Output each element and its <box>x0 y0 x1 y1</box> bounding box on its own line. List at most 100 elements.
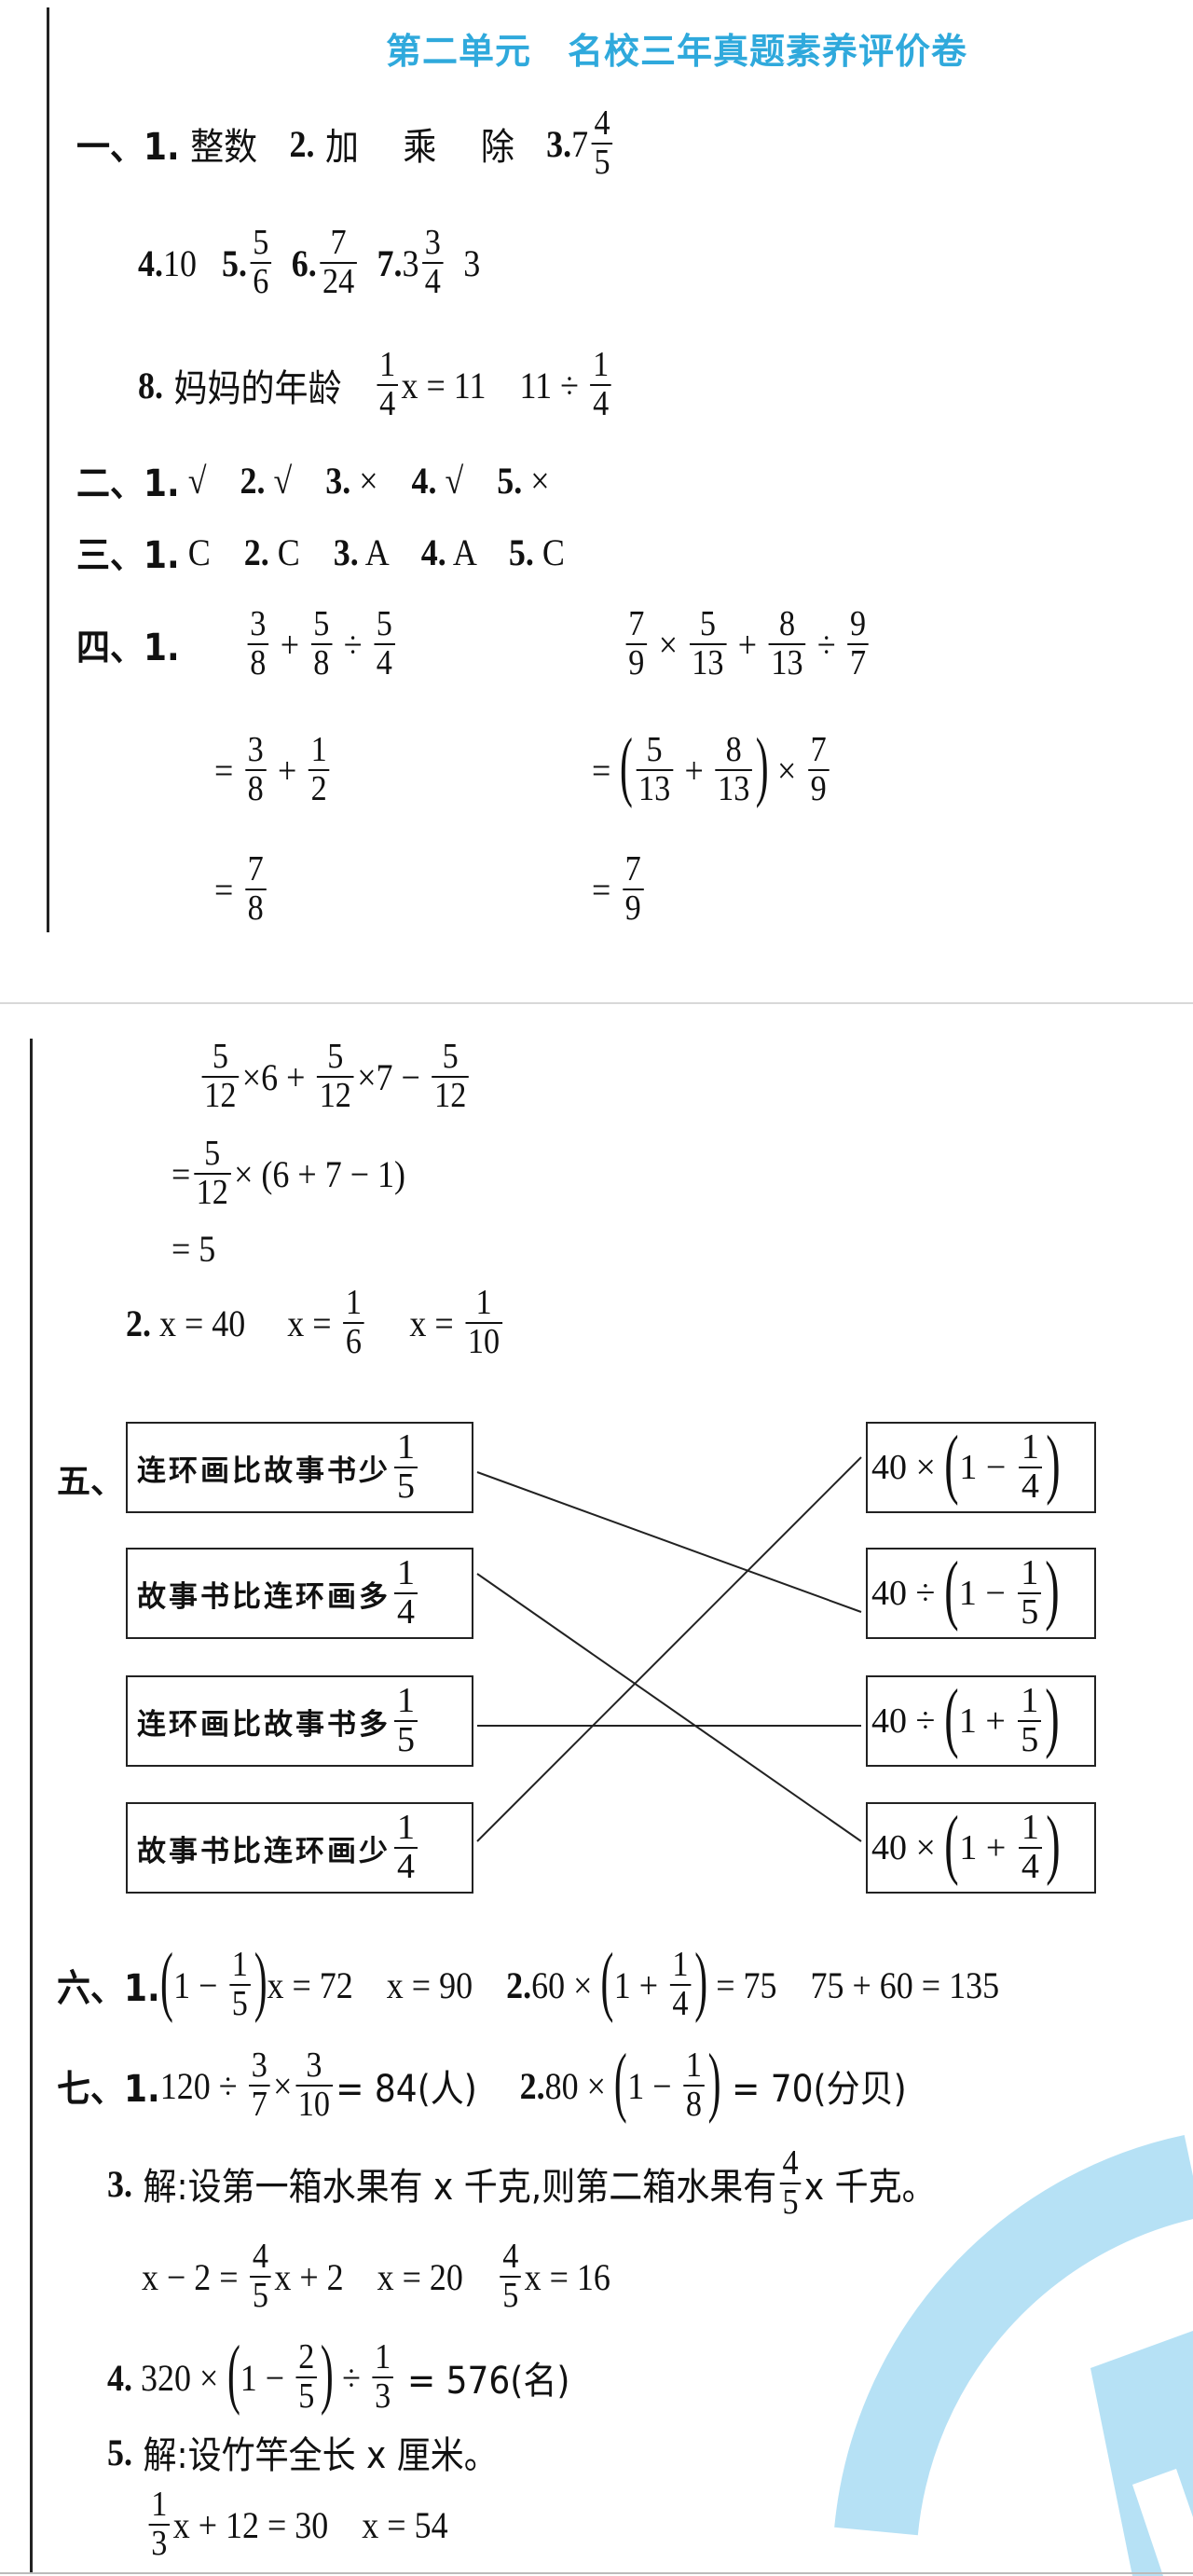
parenthesis: ) <box>254 1937 267 2024</box>
answer-text: 7 <box>571 122 589 165</box>
answer-text: = 5 <box>171 1227 216 1270</box>
item-label: 5. <box>107 2431 132 2473</box>
denominator: 13 <box>768 643 806 682</box>
answer-text: 1 − <box>959 1448 1015 1487</box>
numerator: 4 <box>782 2143 799 2183</box>
numerator: 1 <box>397 1808 415 1848</box>
answer-text: + <box>269 749 306 792</box>
parenthesis: ( <box>944 1800 960 1887</box>
item-label: 3. <box>546 122 572 165</box>
numerator: 5 <box>646 730 663 770</box>
denominator: 5 <box>394 1720 418 1759</box>
answer-text: × <box>768 749 805 792</box>
numerator: 1 <box>1021 1808 1039 1848</box>
numerator: 9 <box>849 604 867 644</box>
denominator: 4 <box>1018 1847 1042 1886</box>
answer-text: 解:设竹竿全长 x 厘米。 <box>132 2434 498 2477</box>
answer-text: 40 ÷ <box>871 1574 944 1613</box>
parenthesis: ) <box>755 723 769 809</box>
denominator: 4 <box>590 384 611 423</box>
denominator: 8 <box>683 2085 705 2124</box>
denominator: 5 <box>1018 1592 1042 1632</box>
answer-text: A <box>358 530 421 573</box>
parenthesis: ) <box>694 1937 707 2024</box>
item-label: 4. <box>138 241 163 284</box>
numerator: 1 <box>397 1427 415 1467</box>
answer-text: 80 × <box>544 2064 614 2107</box>
numerator: 7 <box>810 730 827 770</box>
denominator: 12 <box>317 1076 354 1115</box>
numerator: 1 <box>231 1945 248 1985</box>
answer-text: 1 − <box>173 1963 226 2006</box>
denominator: 4 <box>394 1847 418 1886</box>
numerator: 1 <box>151 2485 168 2525</box>
item-label: 2. <box>243 530 269 573</box>
answer-text: × <box>273 2064 293 2107</box>
answer-text: A <box>446 530 509 573</box>
answer-text: 120 ÷ <box>159 2064 246 2107</box>
answer-text: 连环画比故事书多 <box>137 1707 391 1742</box>
numerator: 3 <box>306 2046 322 2086</box>
answer-text: 40 × <box>871 1448 945 1487</box>
denominator: 13 <box>636 769 673 808</box>
numerator: 3 <box>251 2046 267 2086</box>
answer-text: 1 + <box>959 1828 1015 1867</box>
denominator: 5 <box>1018 1720 1042 1759</box>
numerator: 1 <box>375 2337 391 2377</box>
answer-text: ÷ <box>808 623 844 666</box>
numerator: 1 <box>475 1283 492 1323</box>
denominator: 4 <box>377 384 398 423</box>
item-label: 5. <box>222 241 247 284</box>
answer-text: ×7 − <box>357 1055 429 1098</box>
numerator: 8 <box>725 730 742 770</box>
item-label: 7. <box>360 241 403 284</box>
denominator: 5 <box>591 143 613 182</box>
item-label: 3. <box>107 2162 132 2205</box>
numerator: 4 <box>252 2237 269 2277</box>
item-label: 2. <box>506 1963 532 2006</box>
watermark-ring <box>834 2134 1193 2536</box>
denominator: 8 <box>244 889 267 928</box>
numerator: 1 <box>310 730 327 770</box>
answer-text: 1 + <box>613 1963 667 2006</box>
numerator: 1 <box>345 1283 363 1323</box>
watermark-bar-inner <box>1132 2469 1193 2576</box>
answer-text: = 84(人) <box>336 2068 520 2111</box>
parenthesis: ) <box>1046 1800 1061 1887</box>
answer-text: = <box>171 1152 191 1195</box>
numerator: 1 <box>685 2046 702 2086</box>
denominator: 4 <box>394 1592 418 1632</box>
parenthesis: ) <box>1045 1674 1060 1760</box>
section-5-label: 五、 <box>57 1463 125 1501</box>
numerator: 5 <box>313 604 330 644</box>
item-label: 六、1. <box>57 1967 160 2010</box>
parenthesis: ( <box>944 1420 960 1507</box>
answer-text: × (6 + 7 − 1) <box>234 1152 406 1195</box>
answer-text: 40 × <box>871 1828 945 1867</box>
